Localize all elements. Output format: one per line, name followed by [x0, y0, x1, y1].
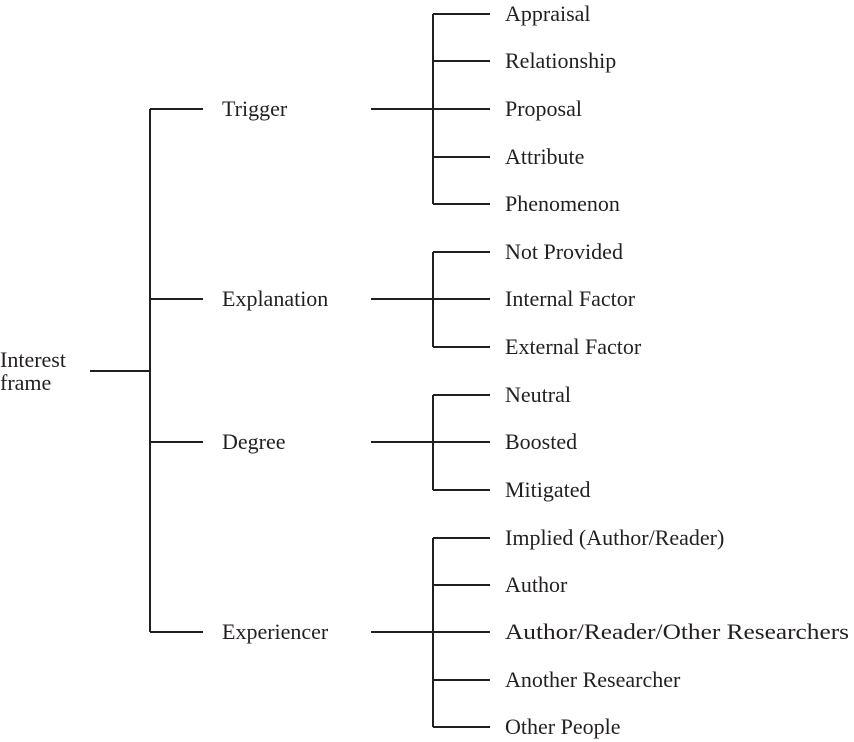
- branch-label-degree: Degree: [222, 429, 286, 454]
- branch-label-explanation: Explanation: [222, 286, 328, 311]
- leaf-label-author-reader-other: Author/Reader/Other Researchers: [505, 619, 849, 644]
- leaf-label-author: Author: [505, 572, 568, 597]
- leaf-label-relationship: Relationship: [505, 48, 616, 73]
- branch-label-experiencer: Experiencer: [222, 619, 329, 644]
- leaf-label-another-researcher: Another Researcher: [505, 667, 681, 692]
- leaf-label-neutral: Neutral: [505, 382, 571, 407]
- leaf-label-internal-factor: Internal Factor: [505, 286, 636, 311]
- root-label-line-2: frame: [0, 370, 51, 395]
- leaf-label-mitigated: Mitigated: [505, 477, 591, 502]
- leaf-label-appraisal: Appraisal: [505, 1, 591, 26]
- root-label-line-1: Interest: [0, 347, 66, 372]
- leaf-label-external-factor: External Factor: [505, 334, 642, 359]
- leaf-label-boosted: Boosted: [505, 429, 577, 454]
- leaf-label-other-people: Other People: [505, 714, 620, 739]
- leaf-label-implied: Implied (Author/Reader): [505, 525, 724, 550]
- branch-label-trigger: Trigger: [222, 96, 288, 121]
- leaf-label-proposal: Proposal: [505, 96, 582, 121]
- leaf-label-not-provided: Not Provided: [505, 239, 623, 264]
- leaf-label-attribute: Attribute: [505, 144, 584, 169]
- leaf-label-phenomenon: Phenomenon: [505, 191, 620, 216]
